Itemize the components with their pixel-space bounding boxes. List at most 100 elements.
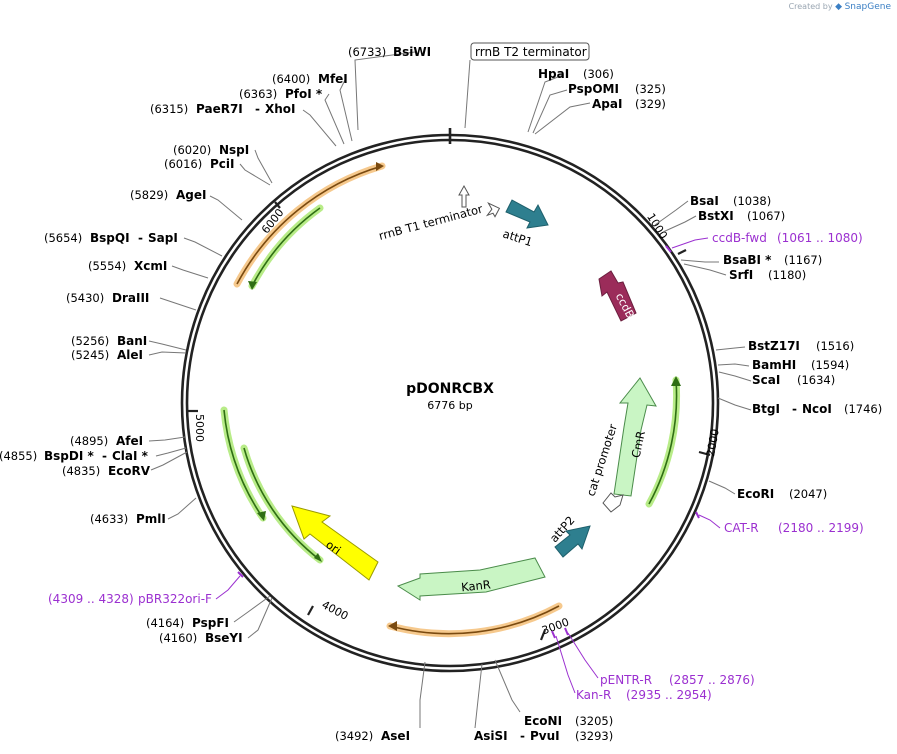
site-agei-name[interactable]: AgeI [176,188,206,202]
site-afei-name[interactable]: AfeI [116,434,143,448]
site-draiii-name[interactable]: DraIII [112,291,149,305]
cmr-label: CmR [629,430,648,460]
site-scai-pos: (1634) [797,373,835,387]
site-bsabi-name[interactable]: BsaBI * [723,253,772,267]
primer-mark-ccdb-fwd [665,245,672,253]
connector-asisi [474,663,483,729]
primer-connectors [215,237,721,694]
connector-bsabi [680,259,719,263]
rrnb-t1-terminator-label: rrnB T1 terminator [377,202,484,243]
site-pspomi-name[interactable]: PspOMI [568,82,619,96]
cat-promoter-label: cat promoter [584,422,621,498]
connector-draiii [159,297,197,311]
ori-shape [291,505,379,581]
site-ncoi-name[interactable]: NcoI [802,402,832,416]
site-asei-pos: (3492) [335,729,373,743]
primer-pbr322ori-f-name[interactable]: pBR322ori-F [138,592,212,606]
site-bstz17i-pos: (1516) [816,339,854,353]
tick-label-1000: 1000 [644,211,670,242]
site-sapi-name[interactable]: SapI [148,231,178,245]
kanr-label: KanR [460,577,491,594]
site-draiii-pos: (5430) [66,291,104,305]
site-bsiwi-name[interactable]: BsiWI [393,45,431,59]
site-asisi-name[interactable]: AsiSI [474,729,508,743]
ccdb-shape [598,270,637,322]
site-label-group: (6733) BsiWI HpaI (306) PspOMI (325) Apa… [0,45,882,743]
primer-kan-r-range: (2935 .. 2954) [626,688,712,702]
rrnb-t2-terminator-callout[interactable]: rrnB T2 terminator [470,42,590,61]
connector-hpai [527,74,564,133]
site-ecori-pos: (2047) [789,487,827,501]
site-asisi-sep: - [520,729,525,743]
site-alei-name[interactable]: AleI [117,348,143,362]
site-bstxi-name[interactable]: BstXI [698,209,734,223]
site-pspfi-name[interactable]: PspFI [192,616,229,630]
site-hpai-name[interactable]: HpaI [538,67,569,81]
connector-pmli [167,497,197,520]
site-asei-name[interactable]: AseI [381,729,410,743]
site-hpai-pos: (306) [583,67,614,81]
site-xcmi-name[interactable]: XcmI [134,259,167,273]
site-pmli-pos: (4633) [90,512,128,526]
plasmid-backbone [180,128,720,673]
primer-cat-r-range: (2180 .. 2199) [778,521,864,535]
orf-arc-bottom-orange [386,602,563,638]
connector-ecorv [150,451,188,471]
primer-pentr-r-range: (2857 .. 2876) [669,673,755,687]
orf-arc-lower-left-line-1 [223,409,264,519]
site-btgi-name[interactable]: BtgI [752,402,780,416]
site-mfei-name[interactable]: MfeI [318,72,348,86]
site-bsai-name[interactable]: BsaI [690,194,719,208]
ccdb-arrow: ccdB [598,270,637,322]
connector-agei [209,195,243,221]
site-bstz17i-name[interactable]: BstZ17I [748,339,800,353]
site-bamhi-name[interactable]: BamHI [752,358,796,372]
orf-arc-bottom-line [389,605,560,635]
connector-asei [419,661,426,728]
site-bseyi-name[interactable]: BseYI [205,631,243,645]
site-bani-name[interactable]: BanI [117,334,147,348]
connector-apai [534,102,591,135]
site-bspqi-pos: (5654) [44,231,82,245]
connector-afei [148,436,186,442]
site-srfi-name[interactable]: SrfI [729,268,753,282]
site-scai-name[interactable]: ScaI [752,373,780,387]
site-agei-pos: (5829) [130,188,168,202]
site-pcii-name[interactable]: PciI [210,157,235,171]
primer-mark-cat-r [695,511,700,519]
site-xhoi-name[interactable]: XhoI [265,102,296,116]
site-ecorv-name[interactable]: EcoRV [108,464,151,478]
site-clai-name[interactable]: ClaI * [112,449,149,463]
orf-arrow-left [248,281,257,290]
orf-arcs [220,162,681,638]
site-econi-name[interactable]: EcoNI [524,714,562,728]
site-paer7i-name[interactable]: PaeR7I [196,102,243,116]
cat-promoter-shape [602,492,624,513]
site-econi-pos: (3205) [575,714,613,728]
tick-label-4000: 4000 [320,598,351,623]
primer-cat-r-name[interactable]: CAT-R [724,521,759,535]
tick-3000 [539,629,547,641]
site-pmli-name[interactable]: PmlI [136,512,166,526]
primer-pentr-r-name[interactable]: pENTR-R [600,673,652,687]
attp1-label: attP1 [501,227,534,250]
primer-ccdb-fwd-name[interactable]: ccdB-fwd [712,231,767,245]
primer-kan-r-name[interactable]: Kan-R [576,688,611,702]
site-bamhi-pos: (1594) [811,358,849,372]
connector-bani [148,340,187,351]
site-apai-name[interactable]: ApaI [592,97,622,111]
site-ecori-name[interactable]: EcoRI [737,487,774,501]
site-pfoi-pos: (6363) [239,87,277,101]
site-paer7i-pos: (6315) [150,102,188,116]
site-pvui-name[interactable]: PvuI [530,729,560,743]
site-nspi-name[interactable]: NspI [219,143,249,157]
site-bspqi-name[interactable]: BspQI [90,231,130,245]
connector-bamhi [717,363,750,367]
site-btgi-sep: - [792,402,797,416]
site-pfoi-name[interactable]: PfoI * [285,87,323,101]
site-bspdi-name[interactable]: BspDI * [44,449,94,463]
tick-label-5000: 5000 [193,414,206,442]
connector-bstz17i [715,346,746,351]
site-mfei-pos: (6400) [272,72,310,86]
